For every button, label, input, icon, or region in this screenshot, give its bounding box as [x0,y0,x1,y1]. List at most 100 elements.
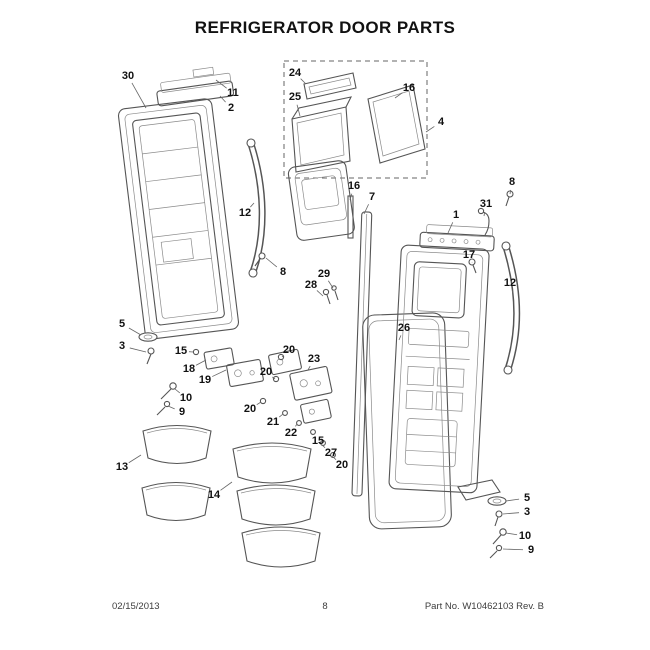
callout-number: 5 [524,492,530,504]
callout-leader-line [295,423,298,427]
screws-28-29 [322,285,339,305]
screw-8-right [505,190,514,207]
callout-leader-line [363,204,369,215]
callout-number: 9 [179,406,185,418]
screw-9-left [156,400,171,416]
callout-number: 2 [228,102,234,114]
callout-leader-line [331,455,337,460]
callout-number: 4 [438,116,445,128]
callout-leader-line [212,369,227,377]
fill-tube-31 [477,207,490,236]
left-door-top-cap [156,66,235,107]
callout-leader-line [281,355,284,358]
callout-leader-line [167,405,175,410]
callout-number: 18 [183,363,195,375]
callout-number: 11 [227,87,239,99]
callout-number: 14 [208,489,221,501]
page-footer: 02/15/2013 8 Part No. W10462103 Rev. B [0,601,650,615]
callout-number: 21 [267,416,279,428]
left-handle-screw-8 [254,252,266,267]
callout-number: 24 [289,67,302,79]
callout-leader-line [505,498,520,502]
callout-leader-line [129,347,147,353]
left-hinge-parts [138,332,264,416]
callout-number: 16 [403,82,415,94]
callout-leader-line [447,222,454,234]
frame-24 [303,72,357,100]
callout-number: 3 [119,340,125,352]
screw-17 [468,258,477,274]
callout-leader-line [511,290,514,294]
footer-part-info: Part No. W10462103 Rev. B [424,601,544,612]
callout-number: 29 [318,268,330,280]
center-bracket-parts [259,348,336,458]
footer-date: 02/15/2013 [112,601,160,612]
callout-leader-line [128,454,142,464]
callout-number: 10 [180,392,192,404]
callout-leader-line [174,388,181,394]
callout-leader-line [131,82,147,109]
callout-leader-line [272,376,276,380]
callout-leader-line [220,481,233,491]
callout-number: 30 [122,70,134,82]
callout-leader-line [398,335,402,341]
door-bins-large [232,442,321,568]
callout-leader-line [483,211,486,217]
right-door-handle [501,241,521,375]
trim-strip-16 [347,195,354,239]
callout-leader-line [310,432,314,436]
callout-leader-line [394,92,403,99]
callout-number: 19 [199,374,211,386]
callout-number: 20 [244,403,256,415]
panel-16-top [367,84,426,164]
callout-leader-line [195,359,207,366]
right-door-top-rail [419,224,495,252]
callout-number: 7 [369,191,375,203]
callout-number: 12 [504,277,516,289]
callout-leader-line [505,532,518,536]
callout-leader-line [509,189,512,195]
callout-leader-line [502,512,520,515]
callout-leader-line [349,193,353,201]
callout-number: 23 [308,353,320,365]
callout-number: 15 [175,345,187,357]
callout-number: 10 [519,530,531,542]
callout-number: 3 [524,506,530,518]
footer-page-number: 8 [322,601,328,612]
housing-25 [291,96,353,173]
callout-number: 12 [239,207,251,219]
door-bins-small [141,425,212,522]
callout-number: 28 [305,279,317,291]
callout-number: 22 [285,427,297,439]
callout-leader-line [278,413,284,418]
callout-number: 20 [336,459,348,471]
callout-leader-line [128,327,142,336]
screw-10-left [160,382,177,400]
callout-number: 20 [260,366,272,378]
callout-number: 26 [398,322,410,334]
callout-leader-line [307,365,311,371]
callout-number: 13 [116,461,128,473]
mullion-strip-7 [351,211,373,497]
callout-number: 31 [480,198,492,210]
screw-9-right [489,544,503,559]
callout-leader-line [425,126,435,133]
callout-number: 15 [312,435,324,447]
callout-leader-line [296,104,301,117]
callout-number: 27 [325,447,337,459]
left-door-handle [246,138,266,278]
callout-leader-line [316,290,324,297]
callout-leader-line [300,78,307,85]
callout-leader-line [250,202,255,208]
dispenser-kit-group [283,60,428,179]
right-door [388,244,490,494]
callout-number: 25 [289,91,301,103]
callout-leader-line [265,257,278,268]
callout-number: 5 [119,318,125,330]
page-title: REFRIGERATOR DOOR PARTS [194,18,456,37]
callout-number: 8 [280,266,286,278]
callout-number: 16 [348,180,360,192]
